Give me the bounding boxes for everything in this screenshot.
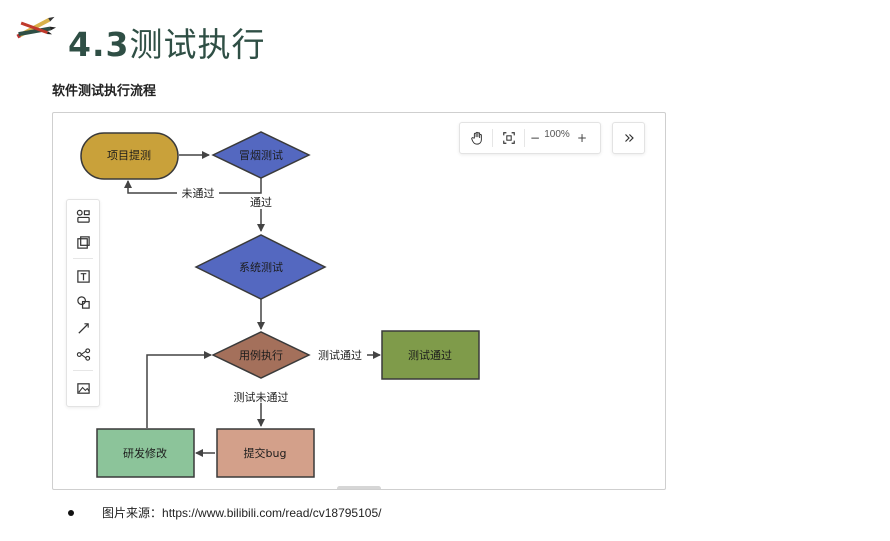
shape-library-icon [76,209,90,223]
node-usecase-execution-label: 用例执行 [239,348,283,362]
template-icon [76,235,90,249]
bullet-dot [68,509,74,516]
page-title: 4.3测试执行 [68,18,265,66]
zoom-out-button[interactable]: − [529,131,541,145]
section-title: 测试执行 [129,25,266,64]
shape-library-tool[interactable] [73,206,93,226]
edge-label-test-pass: 测试通过 [318,349,362,362]
fit-screen-icon [503,132,515,144]
zoom-in-button[interactable]: + [576,131,588,145]
flowchart: 项目提测 冒烟测试 系统测试 用例执行 测试通过 提交bug 研发修改 未通过 … [80,131,480,478]
canvas-scroll-handle[interactable] [337,486,381,489]
node-smoke-test[interactable] [211,131,311,179]
hand-icon [471,131,482,145]
chevron-double-right-icon [624,134,634,142]
source-link[interactable]: https://www.bilibili.com/read/cv18795105… [162,506,382,520]
diagram-canvas[interactable]: 项目提测 冒烟测试 系统测试 用例执行 测试通过 提交bug 研发修改 未通过 … [52,112,666,490]
edge-fix-to-usecase [146,351,212,428]
connector-tool[interactable] [73,344,93,364]
template-tool[interactable] [73,232,93,252]
edge-label-bg [313,348,367,362]
expand-panel-button[interactable] [612,122,645,154]
edge-label-smoke-pass: 通过 [250,196,272,209]
node-test-passed-label: 测试通过 [408,349,452,362]
shapes-icon [76,295,90,309]
node-smoke-test-label: 冒烟测试 [239,148,283,162]
fit-screen-button[interactable] [498,128,520,148]
node-system-test-label: 系统测试 [239,261,283,274]
edge-label-test-fail: 测试未通过 [234,391,289,404]
source-label: 图片来源： [102,506,163,520]
node-usecase-execution[interactable] [211,331,311,379]
zoom-level: 100% [544,129,570,140]
node-dev-fix[interactable] [96,428,195,478]
node-submit-bug[interactable] [216,428,315,478]
diagram-tool-sidebar [66,199,100,407]
connector-icon [76,347,90,361]
image-icon [76,382,90,394]
node-submit-bug-label: 提交bug [244,446,287,460]
pan-hand-button[interactable] [466,128,488,148]
section-number: 4.3 [68,25,130,64]
node-dev-fix-label: 研发修改 [123,446,167,460]
line-icon [77,322,89,334]
shape-tool[interactable] [73,292,93,312]
node-system-test[interactable] [194,234,327,300]
edge-label-bg [229,389,293,403]
toolbar-divider [73,258,93,259]
image-source-line: 图片来源：https://www.bilibili.com/read/cv187… [68,504,381,521]
node-test-passed[interactable] [381,330,480,380]
node-project-submit-label: 项目提测 [107,149,151,162]
edge-label-bg [245,195,277,209]
text-tool[interactable] [73,266,93,286]
edge-label-bg [177,186,219,200]
canvas-view-toolbar: − 100% + [459,122,601,154]
toolbar-divider [73,370,93,371]
page-subtitle: 软件测试执行流程 [52,84,157,99]
toolbar-divider [524,129,525,147]
node-project-submit[interactable] [80,132,179,180]
edge-label-smoke-fail: 未通过 [182,187,215,200]
image-tool[interactable] [73,378,93,398]
text-icon [76,269,90,283]
line-tool[interactable] [73,318,93,338]
pencils-logo [16,16,57,39]
toolbar-divider [492,129,493,147]
